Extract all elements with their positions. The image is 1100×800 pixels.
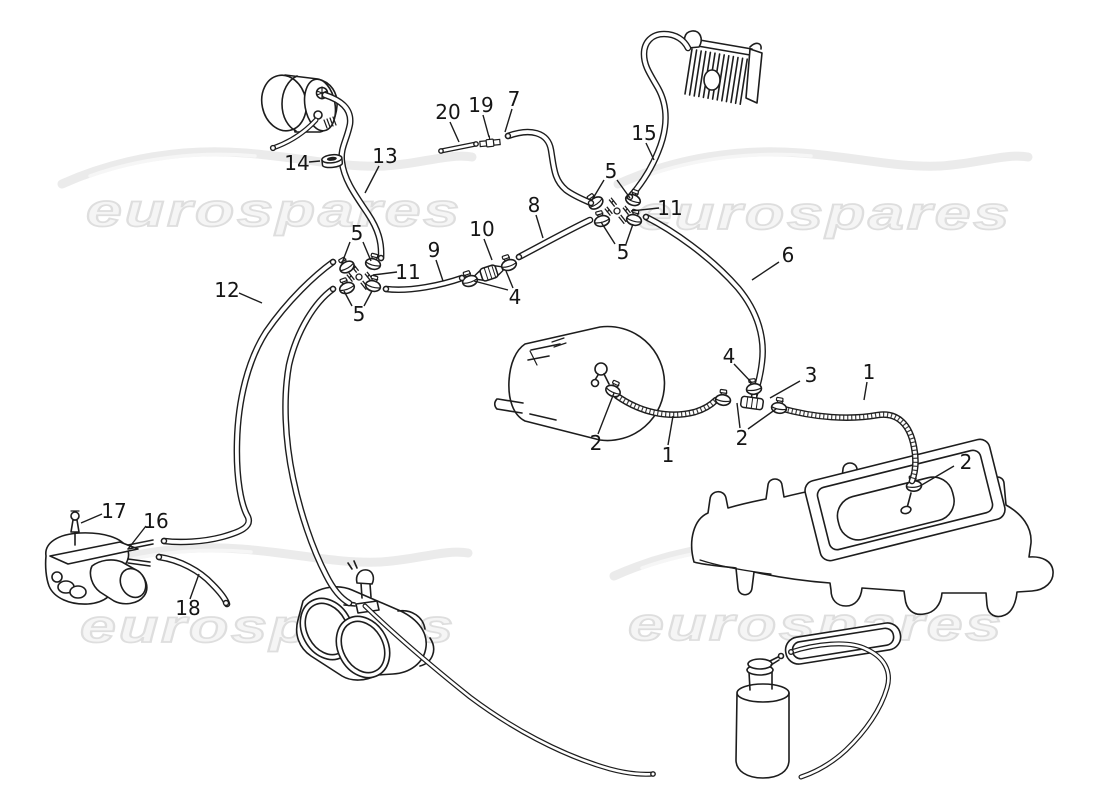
- recovery-bottle: [735, 652, 790, 779]
- purge-canister: [44, 510, 154, 605]
- inline-connector-icon: [472, 261, 506, 285]
- intake-manifold: [690, 438, 1054, 665]
- grommet-icon: [320, 153, 344, 170]
- fittings-and-clamps: [155, 132, 795, 777]
- callout-leader-lines: [80, 108, 955, 600]
- hose-runs: [155, 30, 919, 780]
- heat-exchanger: [683, 30, 763, 105]
- vapour-canister: [260, 74, 338, 133]
- engine-cylinder: [493, 325, 666, 442]
- air-valve-body: [295, 560, 435, 681]
- watermark-text: eurospares: [86, 184, 462, 236]
- hose-end-caps: [155, 132, 795, 777]
- watermark-text: eurospares: [636, 187, 1012, 239]
- t-connector-icon: [478, 133, 501, 149]
